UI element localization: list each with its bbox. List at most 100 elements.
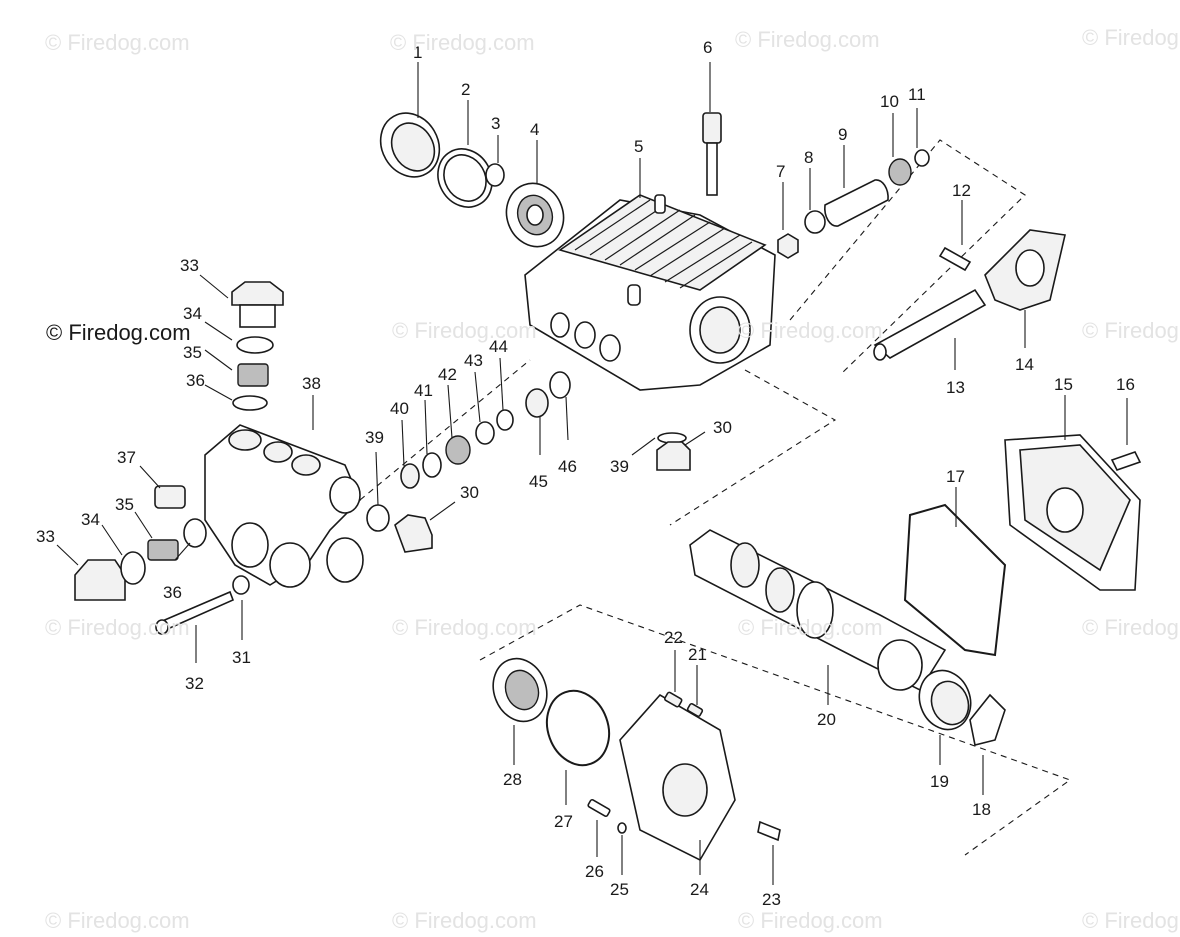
part-32-bolt [155,590,235,635]
watermark: © Firedog.com [1082,25,1180,50]
watermark: © Firedog.com [1082,318,1180,343]
part-23-key [757,820,781,842]
callout-25: 25 [610,880,629,899]
part-7-nut [777,233,799,259]
callout-33-left: 33 [36,527,55,546]
part-27-ring [545,689,611,767]
watermark: © Firedog.com [738,615,883,640]
callout-31: 31 [232,648,251,667]
callout-2: 2 [461,80,470,99]
watermark: © Firedog.com [392,318,537,343]
part-33-plug-top [231,281,284,328]
part-35-valve-left [147,539,179,561]
part-30-plug-right [656,432,691,471]
callout-5: 5 [634,137,643,156]
callout-23: 23 [762,890,781,909]
part-35-valve-top [237,363,269,387]
callout-9: 9 [838,125,847,144]
part-21-screw [686,702,704,718]
callout-43: 43 [464,351,483,370]
callout-8: 8 [804,148,813,167]
part-36-oring-top [232,395,268,411]
callout-11: 11 [908,85,926,104]
part-3-snap-ring [485,163,505,187]
part-1-cap [379,112,441,178]
callout-16: 16 [1116,375,1135,394]
callout-39-left: 39 [365,428,384,447]
callout-14: 14 [1015,355,1034,374]
callout-30-right: 30 [713,418,732,437]
part-37-plug [154,485,186,509]
part-4-bearing [505,182,565,248]
part-16-screw [1110,451,1142,471]
part-18-seal-plate [969,693,1006,746]
callout-19: 19 [930,772,949,791]
callout-36-left: 36 [163,583,182,602]
callout-7: 7 [776,162,785,181]
part-36-oring-left [183,518,207,548]
part-9-sleeve [824,179,889,227]
part-13-shaft [873,288,987,361]
callout-46: 46 [558,457,577,476]
part-34-oring-top [236,336,274,354]
callout-32: 32 [185,674,204,693]
part-20-camshaft [689,529,947,692]
part-28-bearing [492,657,548,723]
watermark: © Firedog.com [1082,908,1180,933]
assembly-guide-lines [359,139,1072,856]
part-2-gasket [437,148,493,208]
callout-30-left: 30 [460,483,479,502]
callout-12: 12 [952,181,971,200]
callout-38: 38 [302,374,321,393]
callout-15: 15 [1054,375,1073,394]
callout-21: 21 [688,645,707,664]
callout-44: 44 [489,337,508,356]
callout-26: 26 [585,862,604,881]
part-17-gasket [903,503,1007,657]
watermark: © Firedog.com [392,615,537,640]
watermark: © Firedog.com [735,27,880,52]
callout-42: 42 [438,365,457,384]
callout-13: 13 [946,378,965,397]
callout-20: 20 [817,710,836,729]
watermark: © Firedog.com [1082,615,1180,640]
leader-lines [56,62,1128,885]
callout-34-left: 34 [81,510,100,529]
callout-numbers: 1 2 3 4 5 6 7 8 9 10 11 12 13 14 15 16 1… [36,38,1135,909]
callout-35-left: 35 [115,495,134,514]
watermark: © Firedog.com [392,908,537,933]
callout-28: 28 [503,770,522,789]
part-38-manifold [204,424,364,588]
callout-40: 40 [390,399,409,418]
part-26-bolt [587,798,611,818]
callout-3: 3 [491,114,500,133]
parts-40-46-seals [400,371,571,489]
watermark: © Firedog.com [45,615,190,640]
part-5-crankcase [524,194,776,391]
part-19-bushing [918,669,972,731]
part-25-washer [617,822,627,834]
callout-10: 10 [880,92,899,111]
callout-22: 22 [664,628,683,647]
callout-6: 6 [703,38,712,57]
part-8-washer [804,210,826,234]
watermark: © Firedog.com [738,908,883,933]
callout-34-top: 34 [183,304,202,323]
part-12-pin [938,246,972,272]
part-11-ring [914,149,930,167]
part-22-screw [664,691,683,708]
callout-27: 27 [554,812,573,831]
callout-1: 1 [413,43,422,62]
part-10-bearing [888,158,912,186]
callout-35-top: 35 [183,343,202,362]
part-33-plug-left [74,559,126,601]
callout-36-top: 36 [186,371,205,390]
watermark: © Firedog.com [45,30,190,55]
part-14-pump-bracket [984,229,1066,311]
callout-17: 17 [946,467,965,486]
callout-37: 37 [117,448,136,467]
callout-18: 18 [972,800,991,819]
callout-24: 24 [690,880,709,899]
part-30-plug-left [394,514,433,553]
